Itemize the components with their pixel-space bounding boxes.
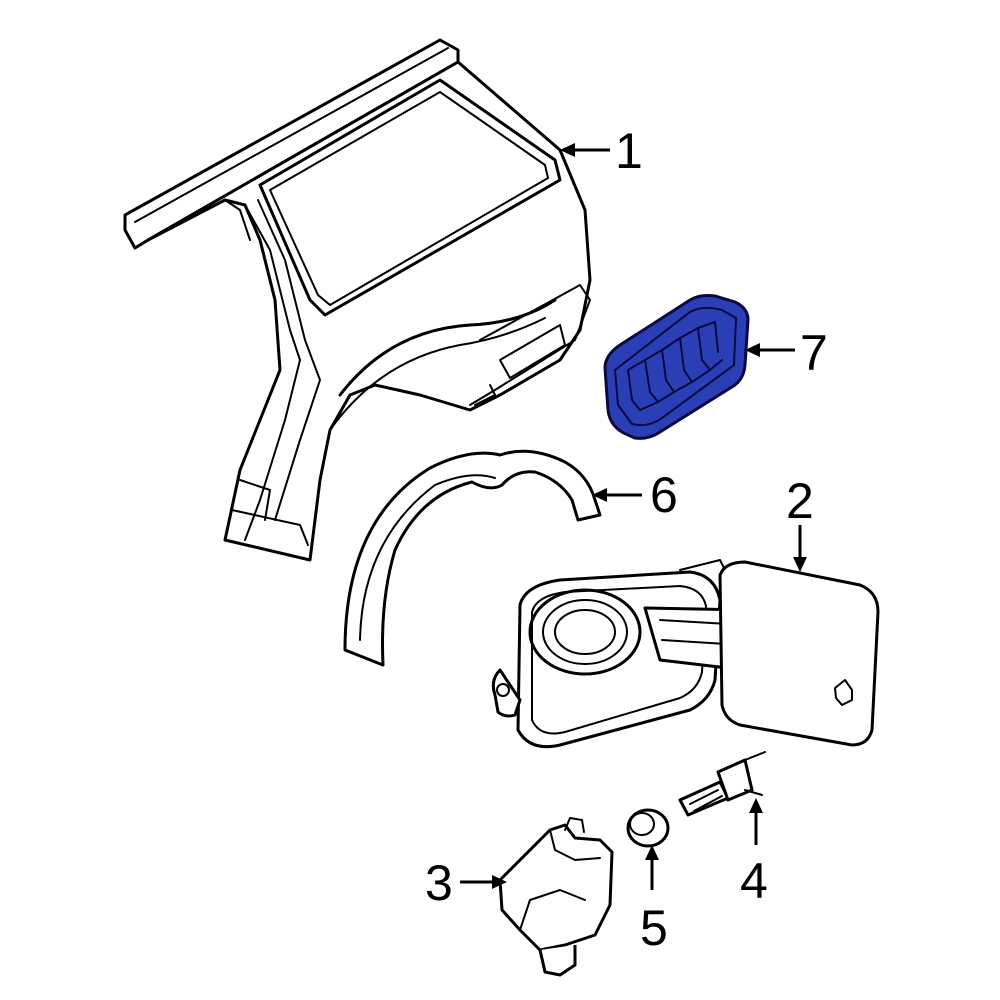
callout-1: 1	[615, 123, 643, 179]
fuel-door-assembly[interactable]	[491, 559, 880, 749]
wheel-arch-trim[interactable]	[343, 449, 602, 667]
fuel-door-gasket[interactable]	[603, 294, 750, 440]
callout-5: 5	[640, 900, 668, 956]
callout-labels: 1 2 3 4 5 6 7	[425, 123, 828, 956]
actuator-housing[interactable]	[498, 817, 614, 977]
quarter-panel	[123, 38, 592, 562]
callout-arrows	[460, 143, 807, 890]
lock-rod[interactable]	[678, 751, 766, 817]
callout-2: 2	[786, 473, 814, 529]
callout-7: 7	[800, 325, 828, 381]
callout-3: 3	[425, 855, 453, 911]
grommet[interactable]	[626, 808, 670, 848]
callout-6: 6	[650, 467, 678, 523]
callout-4: 4	[740, 853, 768, 909]
